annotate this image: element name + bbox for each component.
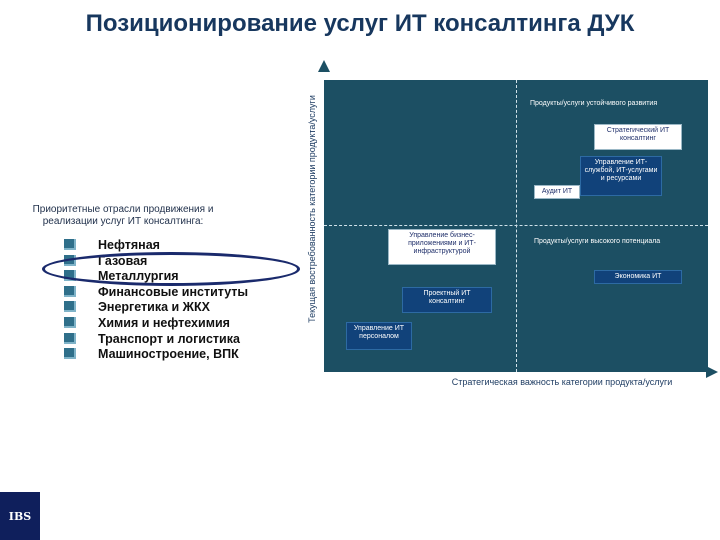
checkbox-bullet-icon (64, 285, 76, 297)
quadrant-divider-vertical (516, 80, 517, 372)
checkbox-bullet-icon (64, 332, 76, 344)
list-item: Транспорт и логистика (64, 332, 248, 348)
intro-text: Приоритетные отрасли продвижения и реали… (32, 204, 214, 227)
checkbox-bullet-icon (64, 316, 76, 328)
service-project-consulting: Проектный ИТ консалтинг (402, 287, 492, 313)
service-it-economics: Экономика ИТ (594, 270, 682, 284)
service-it-service-management: Управление ИТ-службой, ИТ-услугами и рес… (580, 156, 662, 196)
ibs-logo: IBS (0, 492, 40, 540)
checkbox-bullet-icon (64, 301, 76, 313)
list-item: Энергетика и ЖКХ (64, 300, 248, 316)
y-axis-arrow-icon (318, 60, 330, 72)
service-it-personnel: Управление ИТ персоналом (346, 322, 412, 350)
list-item: Химия и нефтехимия (64, 316, 248, 332)
quadrant-divider-horizontal (324, 225, 708, 226)
industry-label: Химия и нефтехимия (98, 315, 230, 330)
industry-label: Финансовые институты (98, 284, 249, 299)
x-axis-arrow-icon (706, 366, 718, 378)
service-it-audit: Аудит ИТ (534, 185, 580, 199)
quadrant-label-top-right: Продукты/услуги устойчивого развития (530, 100, 658, 107)
industry-label: Транспорт и логистика (98, 331, 240, 346)
list-item: Финансовые институты (64, 285, 248, 301)
list-item: Машиностроение, ВПК (64, 347, 248, 363)
highlight-oval (42, 252, 300, 286)
checkbox-bullet-icon (64, 348, 76, 360)
industry-label: Нефтяная (98, 238, 160, 252)
industry-label: Машиностроение, ВПК (98, 347, 239, 362)
industry-label: Энергетика и ЖКХ (98, 300, 210, 315)
page-title: Позиционирование услуг ИТ консалтинга ДУ… (85, 10, 635, 37)
x-axis-label: Стратегическая важность категории продук… (451, 377, 673, 387)
y-axis-label: Текущая востребованность категории проду… (307, 95, 317, 323)
list-item: Нефтяная (64, 238, 248, 254)
quadrant-label-bottom-right: Продукты/услуги высокого потенциала (534, 238, 661, 245)
service-business-apps: Управление бизнес-приложениями и ИТ-инфр… (388, 229, 496, 265)
positioning-matrix: Продукты/услуги устойчивого развития Про… (324, 80, 708, 372)
service-strategic-consulting: Стратегический ИТ консалтинг (594, 124, 682, 150)
checkbox-bullet-icon (64, 239, 76, 250)
